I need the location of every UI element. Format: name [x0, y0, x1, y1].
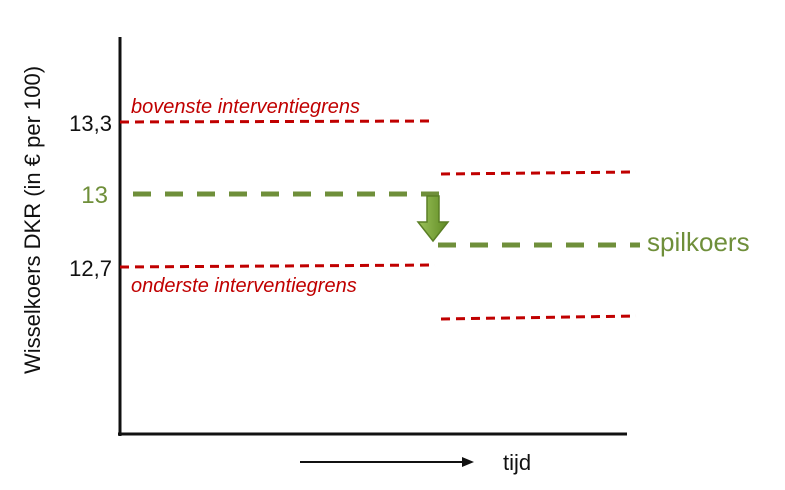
lower-limit-line-after	[440, 314, 637, 321]
lower-limit-label: onderste interventiegrens	[131, 275, 357, 297]
tick-label-lower: 12,7	[69, 256, 112, 281]
upper-limit-line-before	[119, 119, 436, 124]
lower-limit-line-before	[119, 263, 436, 269]
central-rate-label: spilkoers	[647, 227, 750, 257]
upper-limit-line-after	[440, 170, 637, 176]
time-arrow-icon	[300, 457, 474, 467]
x-axis-label: tijd	[503, 450, 531, 475]
y-axis-label: Wisselkoers DKR (in € per 100)	[20, 66, 45, 374]
down-arrow-icon	[416, 195, 450, 243]
upper-limit-label: bovenste interventiegrens	[131, 96, 360, 118]
tick-label-upper: 13,3	[69, 111, 112, 136]
tick-label-center: 13	[81, 182, 108, 209]
